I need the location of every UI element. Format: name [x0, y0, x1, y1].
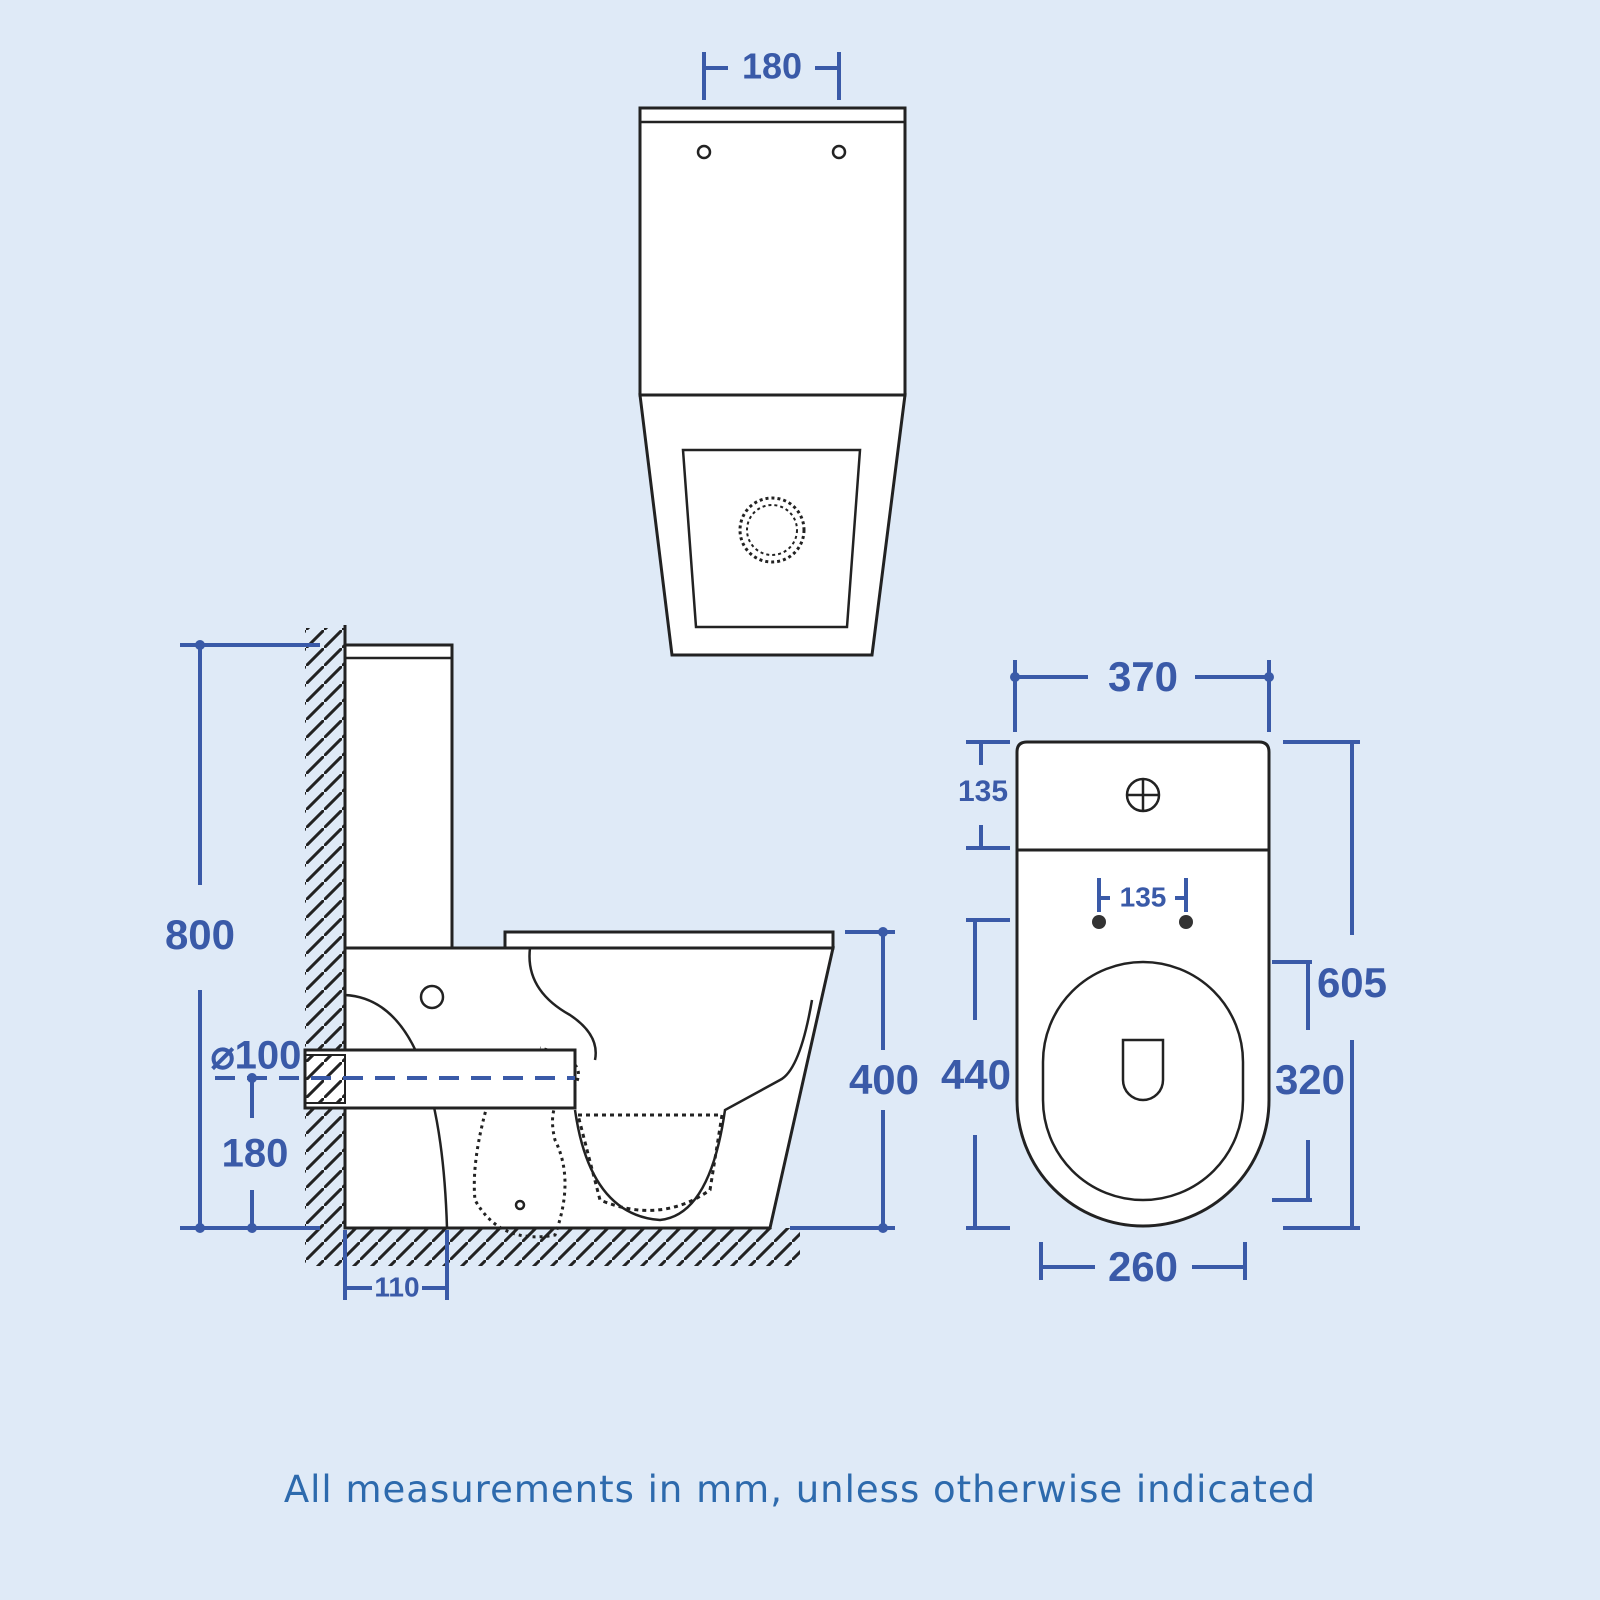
dim-label: 800: [165, 911, 235, 958]
dim-label: 180: [222, 1132, 289, 1176]
outlet-circle: [738, 496, 806, 564]
dim-width: 370: [1010, 653, 1274, 732]
dim-label: 605: [1317, 959, 1387, 1006]
plan-view: 370 135 135 440 605: [941, 653, 1387, 1290]
dim-seat-bolts: 135: [1097, 878, 1188, 912]
bolt-icon: [1092, 915, 1106, 929]
dim-waste-height: 180: [222, 1073, 289, 1233]
dim-bowl-width: 260: [1039, 1242, 1247, 1290]
dim-label: 260: [1108, 1243, 1178, 1290]
dim-bowl-length: 440: [941, 918, 1011, 1230]
dim-label: 370: [1108, 653, 1178, 700]
cistern-top: [638, 106, 907, 397]
side-view: 800 ⌀100 180 400 110: [165, 625, 919, 1302]
inlet-hole-icon: [419, 984, 445, 1010]
dim-seat-height: 400: [790, 927, 919, 1233]
dim-cistern-depth: 135: [958, 740, 1010, 850]
seat-plan: [1041, 960, 1245, 1202]
dim-top-holes: 180: [702, 46, 841, 100]
bowl-plan: [1015, 848, 1271, 1228]
hole-icon: [831, 144, 847, 160]
bowl-opening: [1121, 1038, 1165, 1102]
hole-icon: [696, 144, 712, 160]
dim-label: 320: [1275, 1056, 1345, 1103]
seat-side: [503, 930, 835, 950]
dim-waste-offset: 110: [343, 1230, 449, 1302]
dim-label: ⌀100: [211, 1034, 302, 1078]
dim-label: 135: [1120, 881, 1167, 912]
dim-label: 400: [849, 1056, 919, 1103]
top-view: 180: [638, 46, 907, 657]
dim-label: 440: [941, 1051, 1011, 1098]
bowl-top: [638, 393, 907, 657]
dim-label: 180: [742, 46, 802, 87]
dim-height-800: 800: [165, 640, 320, 1233]
cistern-side: [343, 643, 454, 950]
measurement-note: All measurements in mm, unless otherwise…: [283, 1468, 1317, 1511]
dim-seat-length: 320: [1272, 960, 1345, 1202]
dim-label: 110: [374, 1271, 419, 1302]
dim-label: 135: [958, 775, 1008, 808]
bolt-icon: [1179, 915, 1193, 929]
dim-projection: 605: [1283, 740, 1387, 1230]
